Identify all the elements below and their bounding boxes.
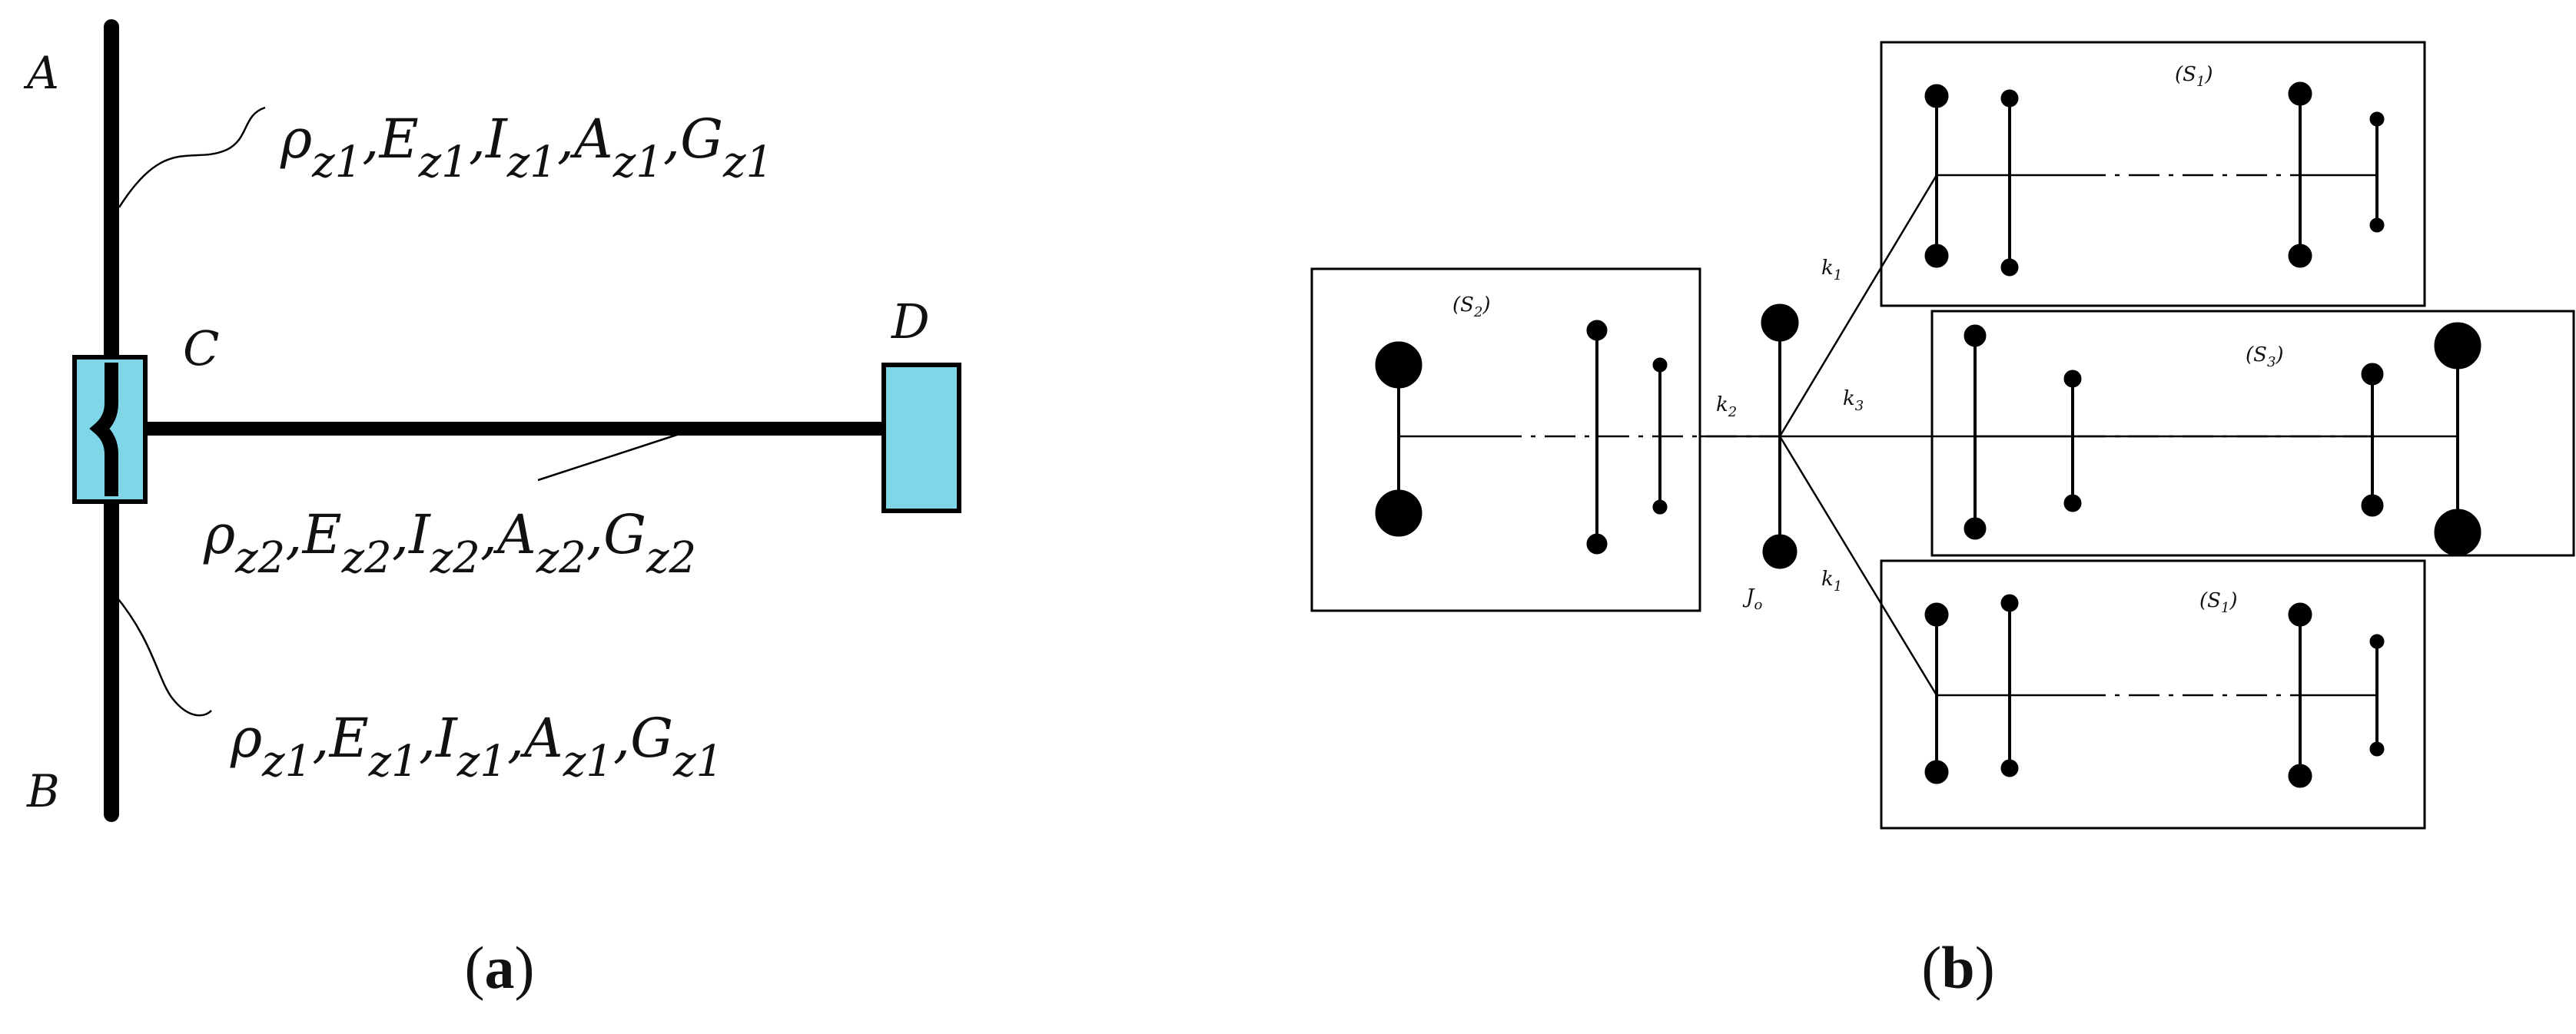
panel-b <box>1310 41 2575 830</box>
props-upper-column: ρz1,Ez1,Iz1,Az1,Gz1 <box>280 108 773 187</box>
label-a: A <box>23 47 59 99</box>
panel-b-labels: (S1) (S2) (S3) (S1) k1 k2 k3 k1 Jo <box>1452 63 2284 616</box>
box-s1-top <box>1880 41 2426 307</box>
label-s1-top: (S1) <box>2175 63 2213 90</box>
s2-disk-bottom <box>1375 489 1422 537</box>
leader-lower <box>115 595 212 717</box>
mass-d <box>881 363 961 513</box>
props-beam: ρz2,Ez2,Iz2,Az2,Gz2 <box>203 503 696 583</box>
spring-k1-top <box>1778 174 1938 437</box>
box-s1-bottom <box>1880 559 2426 830</box>
label-c: C <box>183 320 219 376</box>
panel-a: A B C D ρz1,Ez1,Iz1,Az1,Gz1 ρz2,Ez2,Iz2,… <box>23 19 961 822</box>
label-jo: Jo <box>1742 585 1762 613</box>
label-k3: k3 <box>1843 387 1864 414</box>
leader-upper <box>118 106 266 208</box>
box-s2-left <box>1310 267 1701 612</box>
caption-a: (a) <box>464 934 535 1001</box>
label-s2-left: (S2) <box>1452 293 1491 320</box>
box-s3-middle <box>1930 310 2575 557</box>
props-lower-column: ρz1,Ez1,Iz1,Az1,Gz1 <box>230 707 723 787</box>
hub-c <box>72 355 148 504</box>
label-k1-bottom: k1 <box>1821 568 1842 595</box>
s3-disk-bottom <box>2434 509 2481 556</box>
label-s1-bottom: (S1) <box>2199 589 2238 616</box>
label-d: D <box>891 293 930 350</box>
caption-b: (b) <box>1921 934 1995 1001</box>
s2-disk-top <box>1375 341 1422 389</box>
label-s3-middle: (S3) <box>2246 343 2284 370</box>
label-b: B <box>26 765 60 817</box>
leader-beam <box>537 431 685 482</box>
label-k2: k2 <box>1716 393 1737 420</box>
label-k1-top: k1 <box>1821 257 1842 283</box>
spring-k1-bottom <box>1778 436 1938 696</box>
s3-disk-top <box>2434 322 2481 370</box>
